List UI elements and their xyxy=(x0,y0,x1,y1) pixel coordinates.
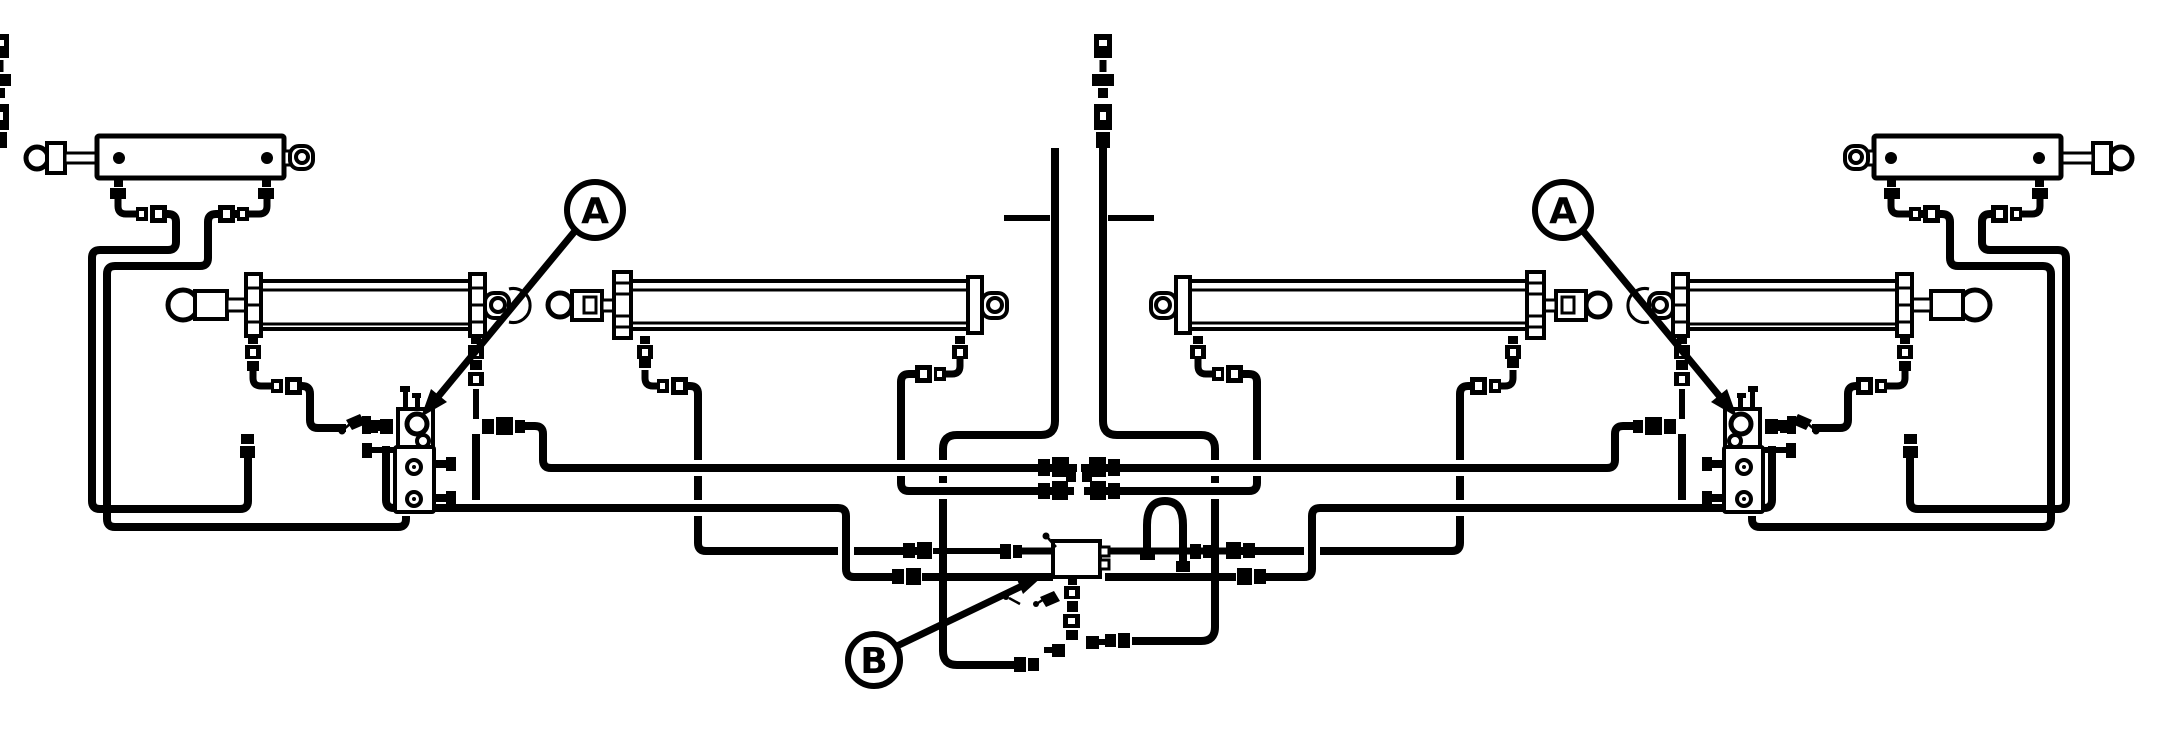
u-loop-hose xyxy=(1140,496,1190,572)
inner-cylinder-rod-port-hose xyxy=(893,354,1074,499)
cylinder-port xyxy=(261,152,273,164)
outer-tie-rod-cylinder xyxy=(1626,272,1993,338)
outer-tie-rod-cylinder xyxy=(165,272,532,338)
inner-tie-rod-cylinder xyxy=(545,270,1009,368)
crossover-hose xyxy=(524,418,1077,476)
cylinder-port xyxy=(2033,152,2045,164)
callout-a-arrowhead xyxy=(421,389,447,417)
inner-tie-rod-cylinder xyxy=(1149,270,1613,368)
callout-b-circle xyxy=(845,631,903,689)
small-hydraulic-cylinder xyxy=(23,133,315,181)
valve-port-a xyxy=(404,411,430,437)
small-hydraulic-cylinder xyxy=(1843,133,2135,181)
supply-hose-right xyxy=(1099,148,1219,645)
callout-a-right-label: A xyxy=(1549,191,1577,232)
valve-block-under-hose xyxy=(1105,434,1780,585)
callout-b-label: B xyxy=(860,641,887,682)
manifold-lower-fittings xyxy=(1003,577,1130,672)
callout-b-arrow-shaft xyxy=(895,581,1026,650)
valve-block xyxy=(362,386,436,514)
center-supply-hoses xyxy=(939,148,1219,669)
inner-cylinder-rod-port-hose xyxy=(1084,354,1265,499)
callout-a xyxy=(1532,179,1737,417)
callout-a-circle xyxy=(564,179,626,241)
callout-a xyxy=(421,179,626,417)
center-manifold-block xyxy=(933,532,1231,579)
mount-hook xyxy=(1626,287,1650,324)
outer-cylinder-port-hoses xyxy=(249,369,479,432)
callout-a-arrow-shaft xyxy=(434,228,578,401)
callout-a-circle xyxy=(1532,179,1594,241)
cylinder-port xyxy=(113,152,125,164)
center-manifold-assembly xyxy=(0,34,1231,689)
callout-b xyxy=(845,575,1044,689)
crossover-hose xyxy=(1081,418,1634,476)
callout-a-arrow-shaft xyxy=(1580,228,1724,401)
cylinder-port xyxy=(1885,152,1897,164)
outer-cylinder-port-hoses xyxy=(1679,369,1909,432)
supply-hose-left xyxy=(939,148,1059,669)
callout-a-left-label: A xyxy=(581,191,609,232)
valve-block xyxy=(1722,386,1796,514)
mount-hook xyxy=(508,287,532,324)
small-cylinder-hoses xyxy=(88,196,410,531)
callout-labels: A A B xyxy=(581,191,1577,682)
valve-port-a xyxy=(1728,411,1754,437)
callout-b-arrowhead xyxy=(1016,575,1044,594)
valve-block-under-hose xyxy=(378,434,1053,585)
supply-hose-fittings xyxy=(0,34,1114,148)
side-assembly-left xyxy=(23,133,1077,585)
callout-a-arrowhead xyxy=(1711,389,1737,417)
small-cylinder-hoses xyxy=(1748,196,2070,531)
side-assembly-right xyxy=(1081,133,2135,585)
